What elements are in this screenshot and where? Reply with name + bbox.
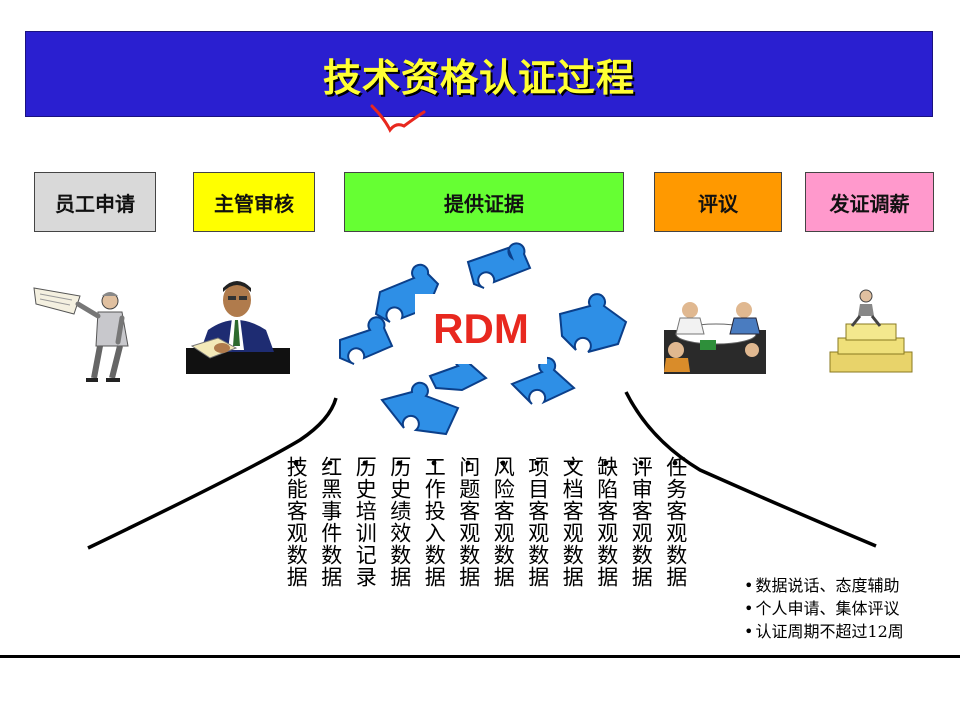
evidence-item: 历史绩效数据 <box>387 456 412 588</box>
person-on-stairs-icon <box>829 289 913 373</box>
evidence-item: 缺陷客观数据 <box>594 456 619 588</box>
red-check-mark-icon <box>370 104 426 133</box>
step-evaluation: 评议 <box>654 172 782 232</box>
evidence-item: 任务客观数据 <box>663 456 688 588</box>
note-item: 数据说话、态度辅助 <box>744 574 904 597</box>
evidence-item: 文档客观数据 <box>560 456 585 588</box>
step-provide-evidence: 提供证据 <box>344 172 624 232</box>
step-label: 发证调薪 <box>829 191 910 216</box>
evidence-item: 评审客观数据 <box>629 456 654 588</box>
evidence-bullets <box>293 460 678 466</box>
evidence-item: 风险客观数据 <box>491 456 516 588</box>
step-label: 员工申请 <box>55 191 135 216</box>
step-label: 主管审核 <box>214 191 294 216</box>
page-title: 技术资格认证过程 <box>322 55 635 100</box>
notes-list: 数据说话、态度辅助 个人申请、集体评议 认证周期不超过12周 <box>744 574 904 643</box>
left-connector-curve <box>87 397 338 550</box>
evidence-item: 技能客观数据 <box>284 456 309 588</box>
title-banner: 技术资格认证过程 <box>25 31 933 117</box>
note-item: 个人申请、集体评议 <box>744 597 904 620</box>
step-employee-apply: 员工申请 <box>34 172 156 232</box>
rdm-label: RDM <box>415 294 547 364</box>
manager-at-desk-icon <box>186 281 290 374</box>
evidence-item: 历史培训记录 <box>353 456 378 588</box>
step-label: 提供证据 <box>444 191 524 216</box>
step-supervisor-review: 主管审核 <box>193 172 315 232</box>
evidence-columns: 技能客观数据 红黑事件数据 历史培训记录 历史绩效数据 工作投入数据 问题客观数… <box>279 456 693 588</box>
evidence-item: 项目客观数据 <box>525 456 550 588</box>
step-certify-salary: 发证调薪 <box>805 172 934 232</box>
meeting-group-icon <box>664 302 766 374</box>
step-label: 评议 <box>698 191 738 216</box>
evidence-item: 工作投入数据 <box>422 456 447 588</box>
evidence-item: 红黑事件数据 <box>318 456 343 588</box>
puzzle-pieces-icon <box>339 242 628 436</box>
bottom-divider <box>0 655 960 658</box>
note-item: 认证周期不超过12周 <box>744 620 903 643</box>
evidence-item: 问题客观数据 <box>456 456 481 588</box>
person-with-paper-icon <box>33 287 129 382</box>
right-connector-curve <box>624 391 877 548</box>
